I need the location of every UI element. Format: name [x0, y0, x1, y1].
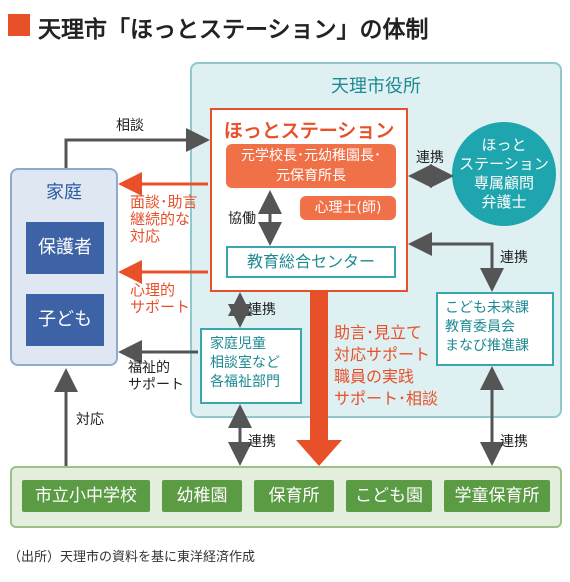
guardian-box: 保護者 — [26, 222, 104, 274]
support-arrow-shaft — [310, 292, 328, 440]
family-label: 家庭 — [46, 182, 82, 203]
consult-label: 相談 — [116, 118, 144, 134]
schools-link-right-label: 連携 — [500, 434, 528, 450]
city-office-label: 天理市役所 — [331, 76, 421, 97]
kodomo-link-label: 連携 — [500, 250, 528, 266]
school-kindergarten: 幼稚園 — [162, 480, 242, 512]
interview-label: 面談･助言 継続的な 対応 — [130, 193, 198, 245]
kodomo-link-arrow — [408, 232, 504, 292]
support-arrow-head — [296, 440, 342, 466]
collaboration-label: 協働 — [228, 211, 256, 227]
welfare-support-label: 福祉的 サポート — [128, 360, 184, 393]
school-nursery: 保育所 — [254, 480, 334, 512]
school-after-school-care: 学童保育所 — [444, 480, 550, 512]
advice-support-label: 助言･見立て 対応サポート 職員の実践 サポート･相談 — [334, 323, 439, 408]
kodomo-education-dept-box: こども未来課 教育委員会 まなび推進課 — [436, 292, 554, 366]
source-note: （出所）天理市の資料を基に東洋経済作成 — [8, 550, 256, 565]
title-marker — [8, 14, 30, 36]
education-center-box: 教育総合センター — [226, 246, 396, 278]
school-elementary-junior: 市立小中学校 — [22, 480, 150, 512]
hotto-station-label: ほっとステーション — [223, 120, 395, 142]
consult-arrow — [64, 128, 210, 168]
psych-support-label: 心理的 サポート — [130, 281, 191, 316]
psychologist-box: 心理士(師) — [300, 196, 396, 220]
advisor-link-label: 連携 — [416, 150, 444, 166]
welfare-link-label: 連携 — [248, 302, 276, 318]
schools-link-left-label: 連携 — [248, 434, 276, 450]
former-principals-box: 元学校長･元幼稚園長･ 元保育所長 — [226, 144, 396, 188]
welfare-dept-box: 家庭児童 相談室など 各福祉部門 — [200, 328, 302, 404]
advisor-label: ほっと ステーション 専属顧問 弁護士 — [459, 136, 549, 211]
child-box: 子ども — [26, 294, 104, 346]
response-label: 対応 — [76, 412, 104, 428]
page-title: 天理市「ほっとステーション」の体制 — [38, 17, 429, 43]
advisor-lawyer-circle: ほっと ステーション 専属顧問 弁護士 — [452, 122, 556, 226]
school-kodomo-en: こども園 — [346, 480, 432, 512]
